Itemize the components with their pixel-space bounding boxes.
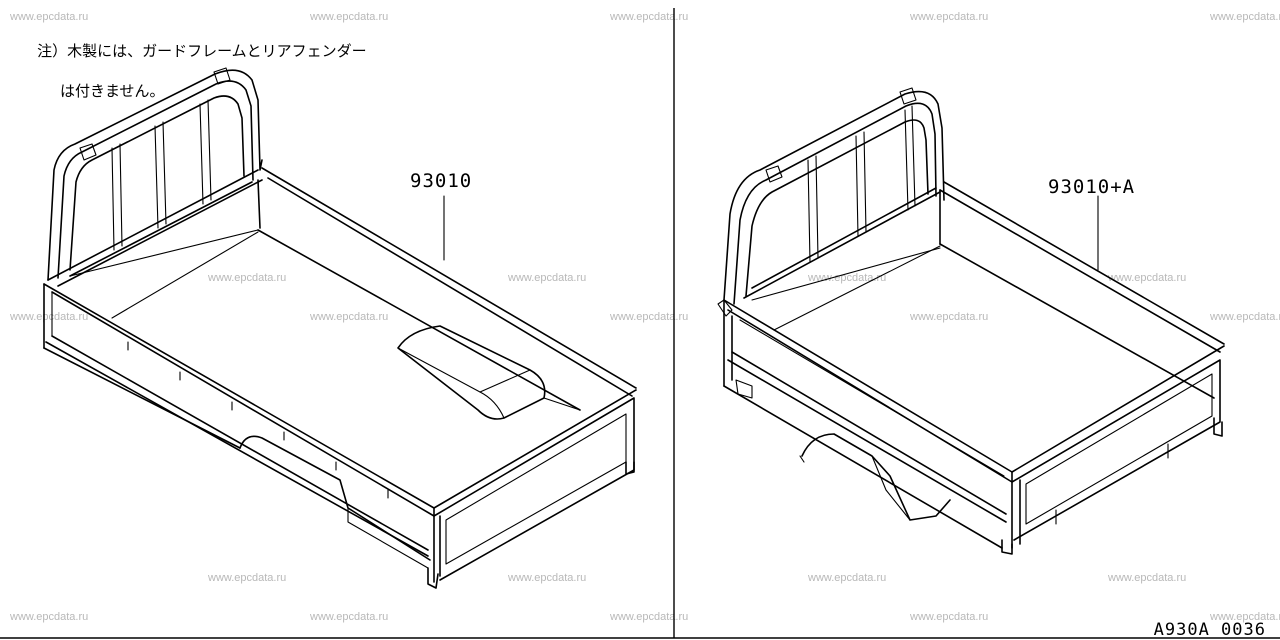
truck-bed-illustration [43, 67, 637, 589]
watermark: www.epcdata.ru [610, 611, 689, 623]
watermark: www.epcdata.ru [610, 11, 689, 23]
watermark: www.epcdata.ru [310, 311, 389, 323]
watermark: www.epcdata.ru [1210, 311, 1280, 323]
watermark: www.epcdata.ru [208, 572, 287, 584]
watermark: www.epcdata.ru [310, 11, 389, 23]
watermark: www.epcdata.ru [910, 311, 989, 323]
part-number-label: 93010 [410, 170, 473, 192]
watermark: www.epcdata.ru [1210, 611, 1280, 623]
watermark: www.epcdata.ru [610, 311, 689, 323]
watermark: www.epcdata.ru [910, 11, 989, 23]
watermark: www.epcdata.ru [910, 611, 989, 623]
watermark: www.epcdata.ru [508, 572, 587, 584]
watermark: www.epcdata.ru [808, 272, 887, 284]
part-number-label: 93010+A [1048, 176, 1136, 198]
watermark: www.epcdata.ru [10, 11, 89, 23]
watermark: www.epcdata.ru [310, 611, 389, 623]
watermark: www.epcdata.ru [1210, 11, 1280, 23]
watermark: www.epcdata.ru [208, 272, 287, 284]
watermark: www.epcdata.ru [10, 311, 89, 323]
watermark: www.epcdata.ru [808, 572, 887, 584]
diagram-code: A930A 0036 [1153, 620, 1266, 640]
watermark: www.epcdata.ru [10, 611, 89, 623]
watermark: www.epcdata.ru [1108, 272, 1187, 284]
watermark: www.epcdata.ru [1108, 572, 1187, 584]
note-line-2: は付きません。 [60, 82, 165, 100]
note-text: 注）木製には、ガードフレームとリアフェンダー は付きません。 [18, 21, 367, 141]
truck-bed-illustration [717, 87, 1225, 555]
watermark: www.epcdata.ru [508, 272, 587, 284]
note-line-1: 注）木製には、ガードフレームとリアフェンダー [37, 42, 367, 60]
